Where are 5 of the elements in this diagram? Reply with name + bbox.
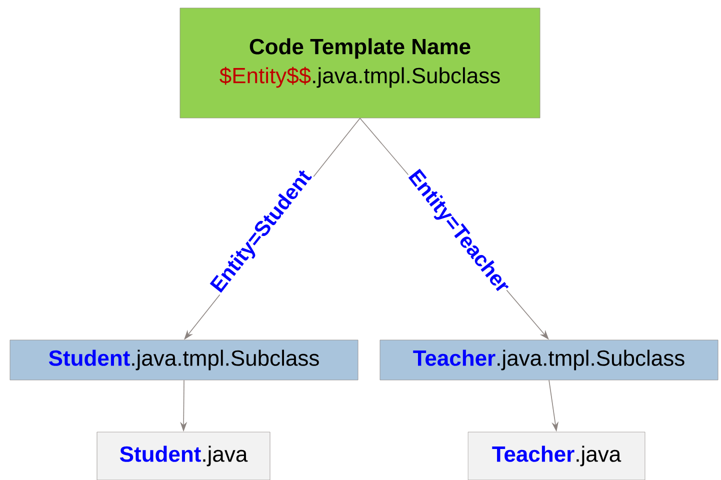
- file-box: Student.java: [96, 432, 270, 480]
- file-box: Student.java.tmpl.Subclass: [10, 340, 358, 380]
- file-box: Teacher.java.tmpl.Subclass: [380, 340, 718, 380]
- template-box: Code Template Name $Entity$$.java.tmpl.Subclass: [180, 8, 540, 118]
- file-box: Teacher.java: [468, 432, 646, 480]
